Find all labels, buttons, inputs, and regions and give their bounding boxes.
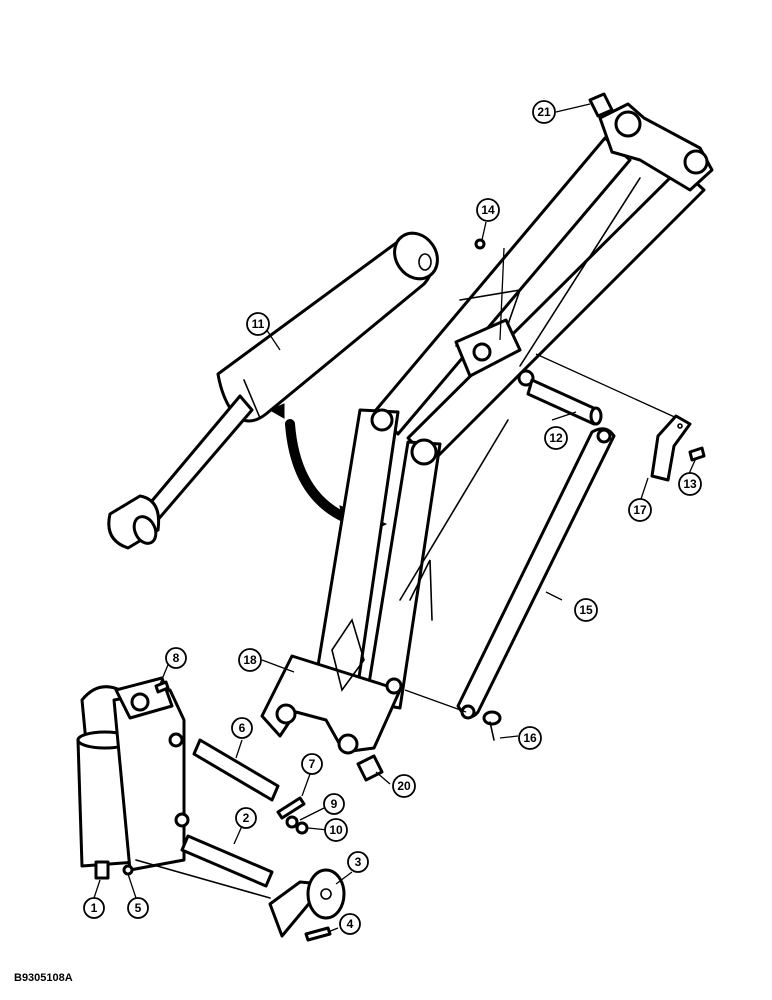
callout-8: 8: [165, 647, 187, 669]
link-bar-15: [404, 427, 616, 720]
svg-text:13: 13: [683, 477, 697, 491]
svg-text:12: 12: [549, 431, 563, 445]
nut-10: [295, 821, 309, 835]
bushing-21: [588, 92, 614, 118]
callout-1: 1: [83, 897, 105, 919]
pin-12: [526, 353, 691, 426]
svg-text:18: 18: [243, 653, 257, 667]
svg-text:14: 14: [481, 203, 495, 217]
svg-text:4: 4: [347, 917, 354, 931]
bolt-7: [276, 796, 306, 820]
bolt-4: [304, 926, 332, 942]
callout-3: 3: [347, 851, 369, 873]
callout-20: 20: [392, 774, 416, 798]
svg-text:3: 3: [355, 855, 362, 869]
callout-13: 13: [678, 472, 702, 496]
swing-post: [76, 676, 190, 880]
svg-text:8: 8: [173, 651, 180, 665]
svg-text:5: 5: [135, 901, 142, 915]
callout-9: 9: [323, 793, 345, 815]
svg-text:17: 17: [633, 503, 647, 517]
bracket-3: [135, 859, 346, 938]
svg-text:10: 10: [329, 823, 343, 837]
callout-16: 16: [518, 726, 542, 750]
retainer-pin-16: [482, 710, 502, 741]
bolt-8: [154, 680, 170, 694]
callout-18: 18: [238, 648, 262, 672]
pin-2: [180, 834, 274, 888]
callout-4: 4: [339, 913, 361, 935]
svg-text:9: 9: [331, 797, 338, 811]
svg-text:2: 2: [243, 811, 250, 825]
svg-text:21: 21: [537, 105, 551, 119]
svg-text:15: 15: [579, 603, 593, 617]
callout-5: 5: [127, 897, 149, 919]
svg-text:6: 6: [239, 721, 246, 735]
callout-2: 2: [235, 807, 257, 829]
bolt-13: [688, 446, 706, 462]
washer-9: [285, 815, 299, 829]
callout-10: 10: [324, 818, 348, 842]
boom-frame: [260, 102, 714, 755]
callout-12: 12: [544, 426, 568, 450]
callout-15: 15: [574, 598, 598, 622]
svg-text:1: 1: [91, 901, 98, 915]
pin-6: [192, 738, 280, 802]
callout-7: 7: [301, 753, 323, 775]
bushing-20: [356, 754, 384, 782]
callout-21: 21: [532, 100, 556, 124]
callout-14: 14: [476, 198, 500, 222]
svg-text:11: 11: [252, 317, 265, 331]
callout-17: 17: [628, 498, 652, 522]
svg-text:20: 20: [397, 779, 411, 793]
figure-code: B9305108A: [14, 972, 73, 984]
svg-text:16: 16: [523, 731, 537, 745]
nut-5: [122, 864, 134, 876]
svg-text:7: 7: [309, 757, 316, 771]
hydraulic-cylinder: [107, 231, 439, 550]
bracket-17: [650, 414, 692, 482]
callout-6: 6: [231, 717, 253, 739]
nut-14: [474, 238, 486, 250]
callout-11: 11: [246, 312, 270, 336]
